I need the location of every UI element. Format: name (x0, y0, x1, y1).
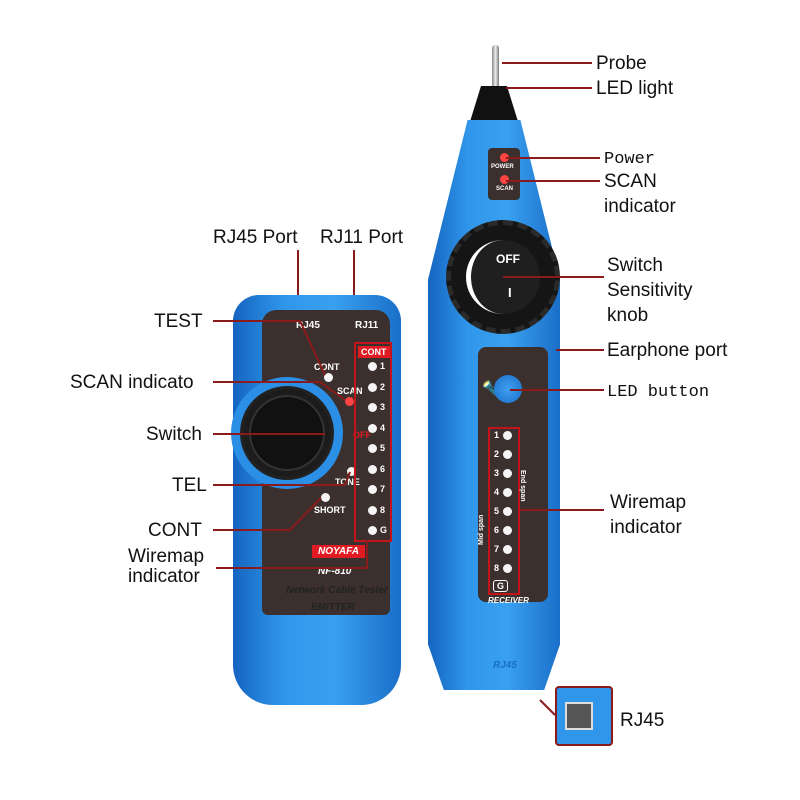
receiver-wiremap-box (488, 427, 520, 595)
emitter-led-label: 5 (380, 443, 386, 453)
cont-label: CONT (148, 520, 202, 541)
wiremap-led-column (354, 342, 392, 542)
probe-label: Probe (596, 53, 647, 74)
scan-led-label: SCAN (496, 186, 514, 192)
emitter-wiremap-led (368, 362, 377, 371)
receiver-led-label: 4 (494, 487, 500, 497)
receiver-wiremap-led (503, 545, 512, 554)
model-label: NF-810 (318, 566, 352, 577)
scan-indicator-label-2: indicator (604, 196, 676, 217)
power-led-label: POWER (491, 164, 514, 170)
cont-button-label: CONT (314, 362, 340, 372)
scan-indicato-label: SCAN indicato (70, 372, 194, 393)
receiver-wiremap-led (503, 526, 512, 535)
emitter-wiremap-led (368, 526, 377, 535)
scan-indicator-label-1: SCAN (604, 171, 657, 192)
receiver-led-label: 8 (494, 563, 500, 573)
rj11-port-callout: RJ11 Port (320, 227, 404, 248)
wiremap-left-label-2: indicator (128, 566, 200, 587)
emitter-led-label: 2 (380, 381, 386, 392)
rj45-embossed-label: RJ45 (493, 660, 517, 671)
emitter-led-label: 6 (380, 463, 386, 474)
receiver-led-label: 6 (494, 525, 500, 535)
test-led (324, 373, 333, 382)
tel-label: TEL (172, 475, 207, 496)
scan-led-receiver (500, 175, 509, 184)
receiver-label: RECEIVER (488, 596, 529, 605)
rj45-socket-icon (565, 702, 593, 730)
tone-label: TONE (335, 477, 360, 487)
receiver-led-label: 2 (494, 449, 500, 459)
cont-header: CONT (358, 346, 390, 358)
probe-tip (492, 45, 499, 90)
emitter-led-label: G (380, 525, 388, 535)
power-led (500, 153, 509, 162)
scan-label: SCAN (337, 386, 363, 396)
receiver-wiremap-led (503, 450, 512, 459)
receiver-wiremap-led (503, 488, 512, 497)
switch-knob-label-3: knob (607, 305, 649, 326)
earphone-port-label: Earphone port (607, 340, 728, 361)
emitter-led-label: 7 (380, 484, 386, 494)
wiremap-left-label-1: Wiremap (128, 546, 205, 567)
wiremap-right-label-1: Wiremap (610, 492, 687, 513)
emitter-wiremap-led (368, 464, 377, 474)
ground-led-label: G (493, 580, 509, 592)
off-label: OFF (353, 430, 371, 440)
switch-knob-label-2: Sensitivity (607, 280, 693, 301)
emitter-led-label: 8 (380, 504, 386, 515)
receiver-led-label: 7 (494, 544, 500, 554)
emitter-wiremap-led (368, 485, 377, 494)
receiver-wiremap-led (503, 507, 512, 516)
brand-logo: NOYAFA (312, 545, 365, 558)
short-label: SHORT (314, 505, 346, 515)
receiver-led-label: 5 (494, 506, 500, 516)
product-label: Network Cable Tester (286, 585, 388, 596)
receiver-wiremap-led (503, 469, 512, 478)
knob-on-label: I (508, 285, 512, 300)
emitter-led-label: 4 (380, 422, 386, 433)
led-button-label: LED button (607, 383, 710, 402)
emitter-wiremap-led (368, 505, 377, 515)
rj45-port-callout: RJ45 Port (213, 227, 298, 248)
led-light-label: LED light (596, 78, 674, 99)
receiver-wiremap-led (503, 564, 512, 573)
switch-knob-label-1: Switch (607, 255, 663, 276)
emitter-led-label: 1 (380, 361, 386, 371)
receiver-wiremap-led (503, 431, 512, 440)
knob-off-label: OFF (496, 252, 520, 266)
power-label: Power (604, 150, 656, 169)
rj45-port-label: RJ45 (296, 320, 320, 331)
tel-led (347, 467, 356, 476)
switch-label: Switch (146, 424, 202, 445)
test-label: TEST (154, 311, 203, 332)
wiremap-right-label-2: indicator (610, 517, 682, 538)
emitter-label: EMITTER (311, 602, 355, 613)
receiver-led-label: 3 (494, 468, 500, 478)
emitter-led-label: 3 (380, 402, 386, 412)
emitter-wiremap-led (368, 403, 377, 412)
scan-led (345, 397, 354, 406)
rj11-port-label: RJ11 (355, 320, 379, 331)
emitter-wiremap-led (368, 423, 377, 433)
emitter-wiremap-led (368, 382, 377, 392)
short-led (321, 493, 330, 502)
emitter-wiremap-led (368, 444, 377, 453)
rj45-label: RJ45 (620, 710, 665, 731)
receiver-led-label: 1 (494, 430, 500, 440)
rj45-inset (555, 686, 613, 746)
